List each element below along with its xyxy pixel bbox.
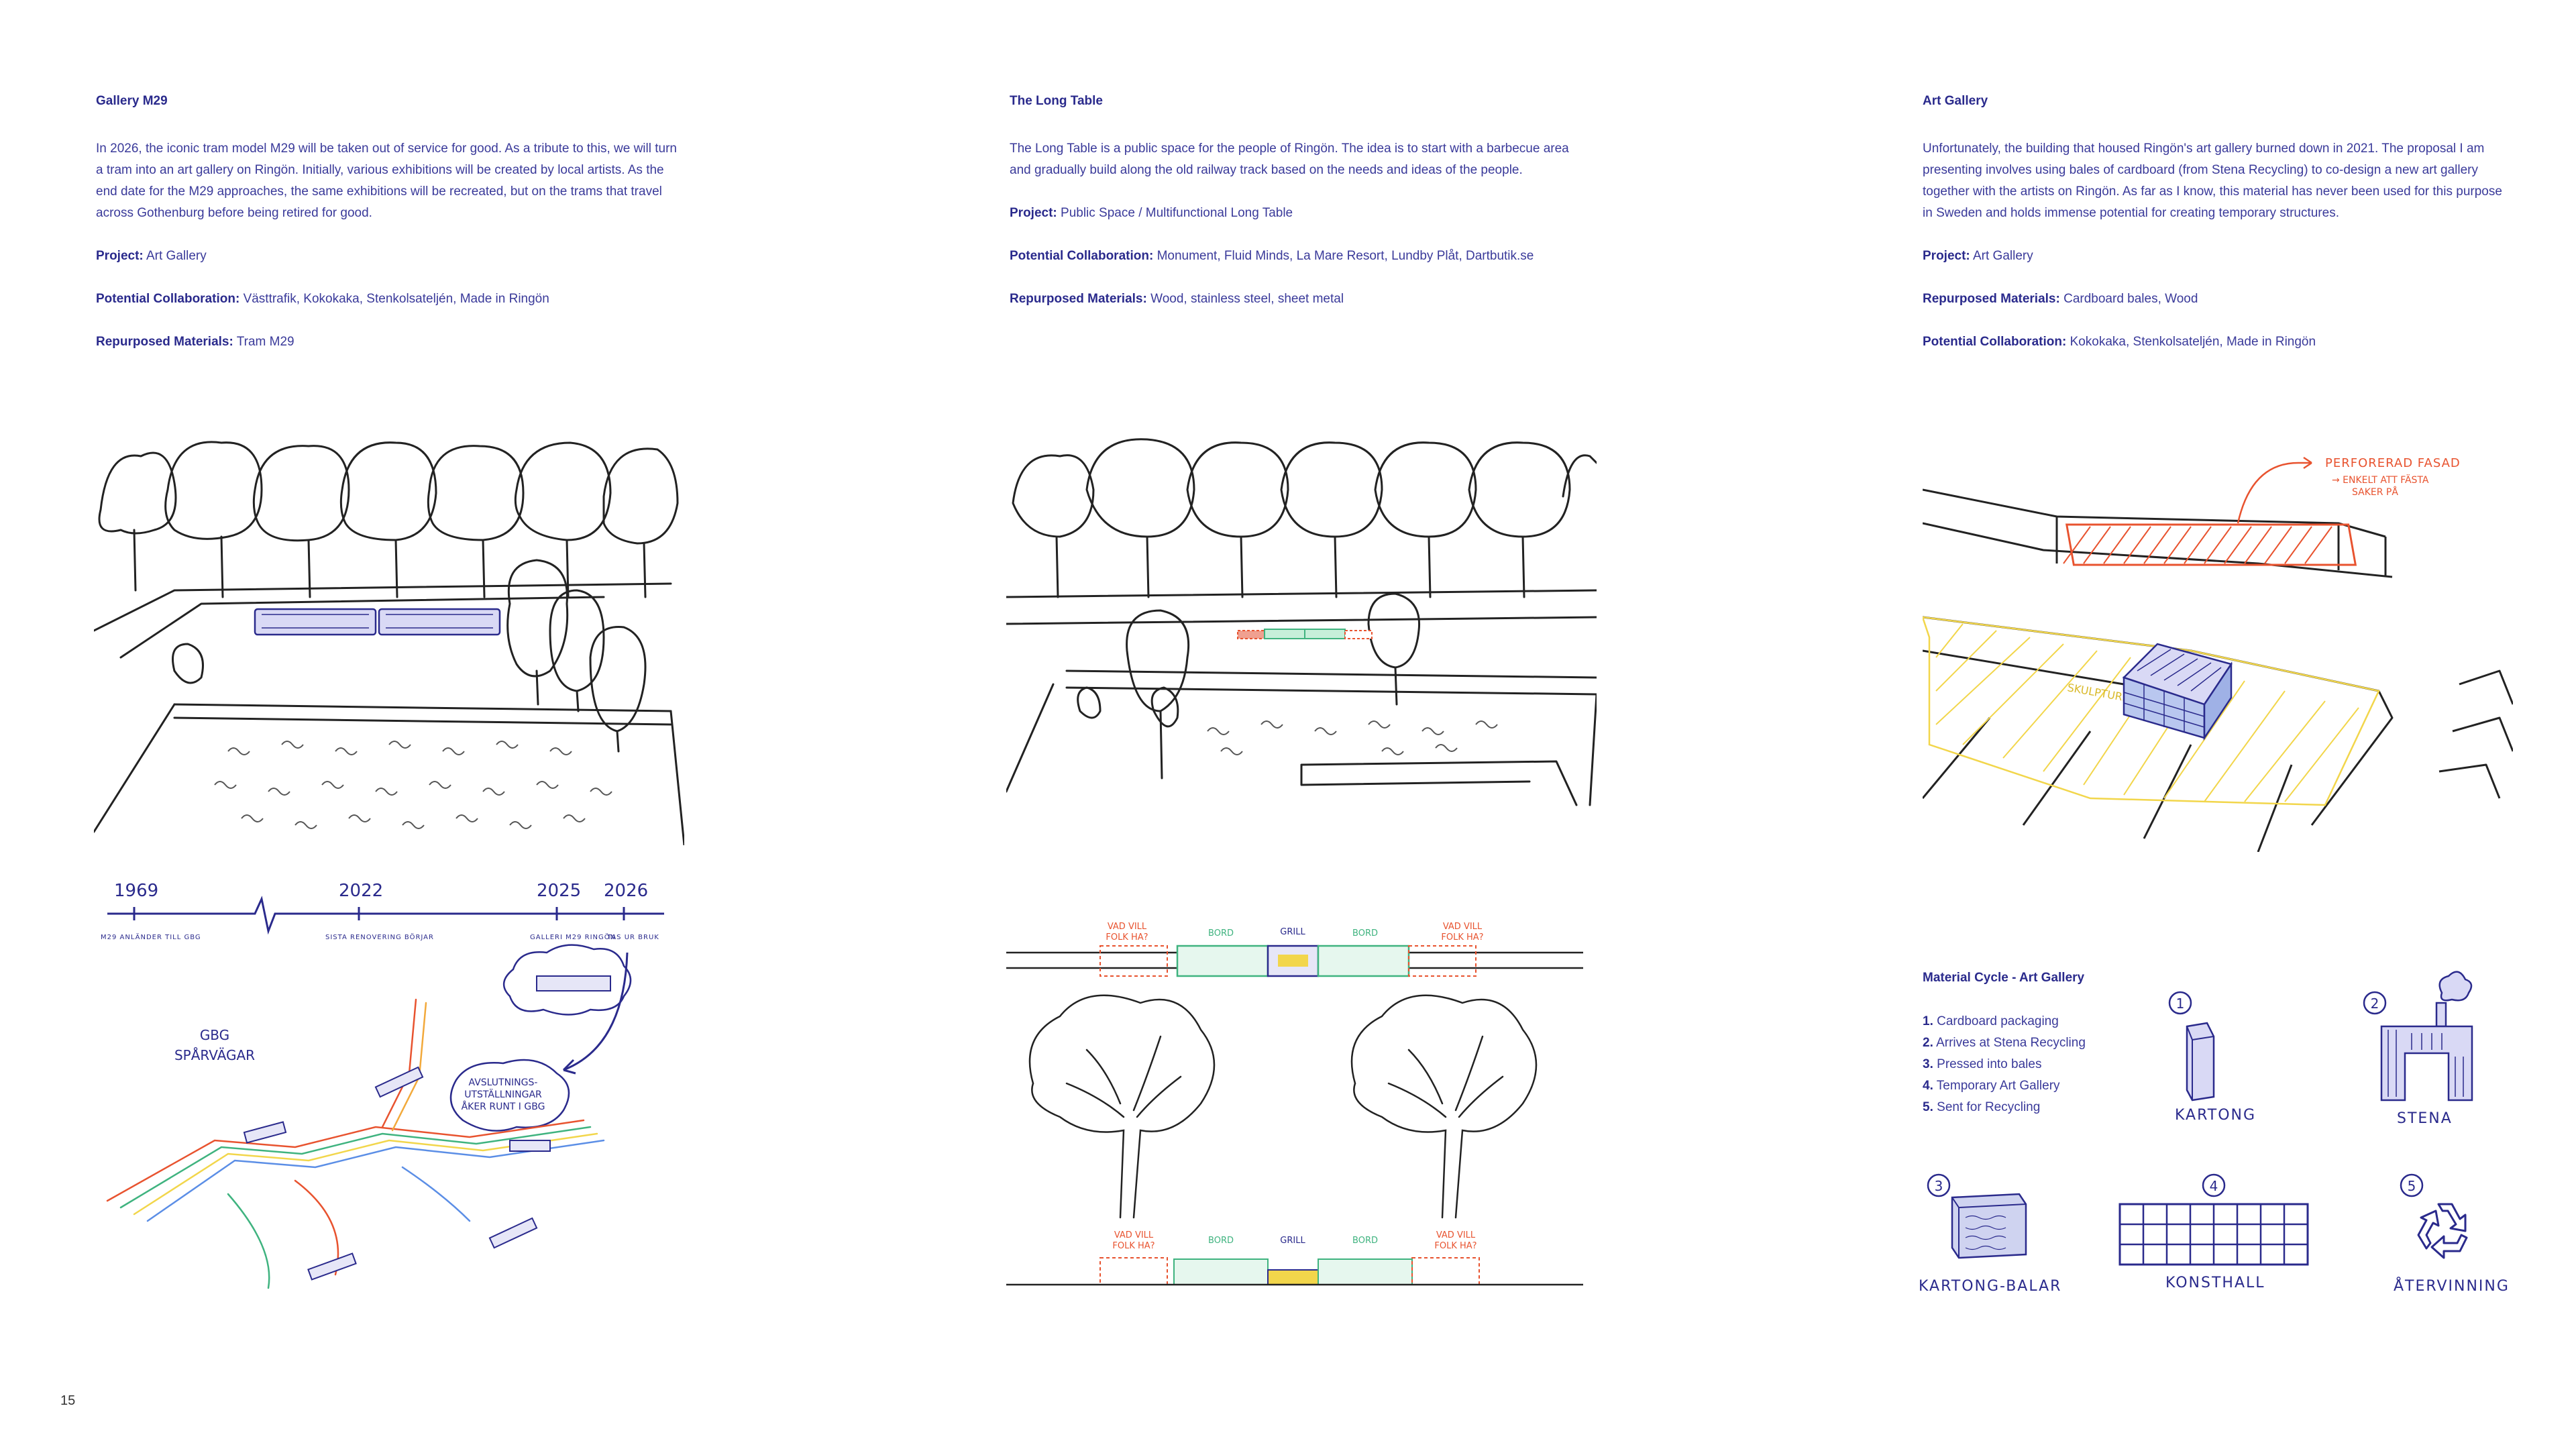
bubble-line-1: AVSLUTNINGS-	[469, 1077, 538, 1088]
timeline-year-2022: 2022	[339, 881, 383, 901]
plan-left-zone-2: FOLK HA?	[1106, 932, 1148, 943]
facade-note-2: SAKER PÅ	[2352, 486, 2398, 498]
elev-left-zone-2: FOLK HA?	[1112, 1241, 1155, 1251]
facade-note-1: → ENKELT ATT FÄSTA	[2332, 474, 2429, 486]
elev-bord-left: BORD	[1208, 1236, 1234, 1246]
field-materials: Repurposed Materials: Wood, stainless st…	[1010, 292, 1344, 306]
stena-factory-icon: 2	[2363, 971, 2473, 1102]
section-body: In 2026, the iconic tram model M29 will …	[96, 142, 677, 220]
page-number: 15	[60, 1393, 76, 1408]
svg-text:5: 5	[2408, 1178, 2416, 1194]
timeline-year-1969: 1969	[114, 881, 158, 901]
column-gallery-m29: Gallery M29 In 2026, the iconic tram mod…	[96, 94, 680, 374]
material-cycle-title: Material Cycle - Art Gallery	[1923, 971, 2085, 985]
field-collaboration: Potential Collaboration: Kokokaka, Stenk…	[1923, 335, 2316, 349]
field-project: Project: Art Gallery	[96, 249, 207, 263]
column-art-gallery: Art Gallery Unfortunately, the building …	[1923, 94, 2506, 374]
elev-right-zone-1: VAD VILL	[1436, 1230, 1476, 1240]
section-title: The Long Table	[1010, 94, 1103, 108]
carton-icon: 1	[2168, 991, 2215, 1102]
recycle-icon: 5	[2400, 1173, 2468, 1259]
tram-perspective-sketch	[94, 441, 684, 845]
timeline-note-3: GALLERI M29 RINGÖN	[530, 932, 616, 941]
plan-bord-right: BORD	[1352, 928, 1378, 938]
stena-label: STENA	[2397, 1110, 2453, 1127]
timeline-tram-map: 1969 2022 2025 2026 M29 ANLÄNDER TILL GB…	[101, 881, 664, 1289]
plan-right-zone-1: VAD VILL	[1443, 922, 1483, 932]
elev-grill: GRILL	[1280, 1236, 1305, 1246]
svg-text:3: 3	[1935, 1178, 1943, 1194]
timeline-note-2: SISTA RENOVERING BÖRJAR	[325, 932, 434, 941]
map-title-2: SPÅRVÄGAR	[174, 1047, 255, 1063]
bubble-line-2: UTSTÄLLNINGAR	[464, 1088, 542, 1100]
art-gallery-perspective-sketch: PERFORERAD FASAD → ENKELT ATT FÄSTA SAKE…	[1923, 456, 2513, 852]
list-item: 5. Sent for Recycling	[1923, 1100, 2041, 1114]
timeline-note-1: M29 ANLÄNDER TILL GBG	[101, 932, 201, 941]
elev-bord-right: BORD	[1352, 1236, 1378, 1246]
svg-text:2: 2	[2371, 996, 2379, 1012]
plan-bord-left: BORD	[1208, 928, 1234, 938]
long-table-plan: VAD VILL FOLK HA? BORD GRILL BORD VAD VI…	[1006, 922, 1583, 1286]
material-cycle-list: 1. Cardboard packaging 2. Arrives at Ste…	[1923, 1011, 2086, 1118]
svg-text:4: 4	[2210, 1178, 2218, 1194]
facade-label: PERFORERAD FASAD	[2325, 456, 2461, 470]
timeline-year-2025: 2025	[537, 881, 581, 901]
section-title: Gallery M29	[96, 94, 168, 108]
timeline-note-4: TAS UR BRUK	[606, 934, 659, 941]
field-collaboration: Potential Collaboration: Monument, Fluid…	[1010, 249, 1534, 263]
recycle-label: ÅTERVINNING	[2394, 1278, 2510, 1295]
art-hall-grid-icon: 4	[2118, 1173, 2309, 1266]
list-item: 3. Pressed into bales	[1923, 1057, 2042, 1071]
list-item: 1. Cardboard packaging	[1923, 1014, 2059, 1028]
svg-text:1: 1	[2176, 996, 2185, 1012]
column-long-table: The Long Table The Long Table is a publi…	[1010, 94, 1593, 331]
field-materials: Repurposed Materials: Tram M29	[96, 335, 294, 349]
list-item: 2. Arrives at Stena Recycling	[1923, 1036, 2086, 1050]
section-body: Unfortunately, the building that housed …	[1923, 142, 2502, 220]
elev-left-zone-1: VAD VILL	[1114, 1230, 1154, 1240]
elev-right-zone-2: FOLK HA?	[1434, 1241, 1477, 1251]
section-title: Art Gallery	[1923, 94, 1988, 108]
field-project: Project: Public Space / Multifunctional …	[1010, 206, 1293, 220]
carton-label: KARTONG	[2175, 1107, 2257, 1124]
konsthall-label: KONSTHALL	[2165, 1275, 2265, 1291]
plan-grill: GRILL	[1280, 927, 1305, 937]
plan-right-zone-2: FOLK HA?	[1441, 932, 1483, 943]
timeline-year-2026: 2026	[604, 881, 648, 901]
bale-label: KARTONG-BALAR	[1919, 1278, 2062, 1295]
section-body: The Long Table is a public space for the…	[1010, 142, 1569, 177]
field-collaboration: Potential Collaboration: Västtrafik, Kok…	[96, 292, 549, 306]
cardboard-bale-icon: 3	[1927, 1173, 2027, 1259]
long-table-perspective-sketch	[1006, 438, 1597, 806]
list-item: 4. Temporary Art Gallery	[1923, 1079, 2060, 1093]
field-materials: Repurposed Materials: Cardboard bales, W…	[1923, 292, 2198, 306]
bubble-line-3: ÅKER RUNT I GBG	[462, 1101, 545, 1112]
plan-left-zone-1: VAD VILL	[1108, 922, 1147, 932]
field-project: Project: Art Gallery	[1923, 249, 2033, 263]
map-title-1: GBG	[200, 1027, 229, 1043]
